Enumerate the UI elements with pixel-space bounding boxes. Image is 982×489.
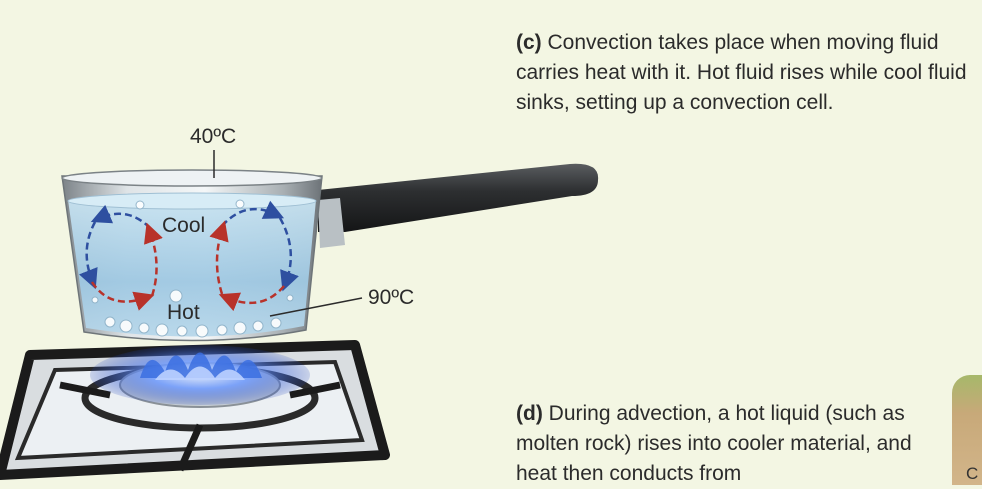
hot-arrow-left-rise — [144, 222, 163, 297]
hot-label: Hot — [167, 301, 200, 324]
caption-convection: (c) Convection takes place when moving f… — [516, 28, 968, 118]
adjacent-figure-edge — [952, 375, 982, 485]
top-temperature-label: 40ºC — [190, 125, 237, 148]
hot-arrow-right-bottom — [218, 285, 285, 312]
bottom-temperature-label: 90ºC — [368, 286, 415, 309]
hot-arrow-right-rise — [209, 220, 229, 295]
hot-arrow-left-bottom — [90, 281, 155, 311]
caption-advection: (d) During advection, a hot liquid (such… — [516, 399, 946, 489]
leader-line-90 — [269, 297, 363, 317]
pot-handle — [318, 163, 599, 248]
cool-arrow-left-side — [79, 221, 98, 290]
caption-c-text: Convection takes place when moving fluid… — [516, 31, 967, 114]
adjacent-figure-letter: C — [966, 464, 979, 483]
cool-arrow-right-side — [278, 217, 299, 292]
convection-arrows — [79, 200, 299, 312]
caption-c-letter: (c) — [516, 31, 542, 54]
caption-d-letter: (d) — [516, 402, 543, 425]
gas-burner — [90, 345, 310, 408]
cool-label: Cool — [162, 214, 206, 237]
caption-d-text: During advection, a hot liquid (such as … — [516, 402, 912, 485]
